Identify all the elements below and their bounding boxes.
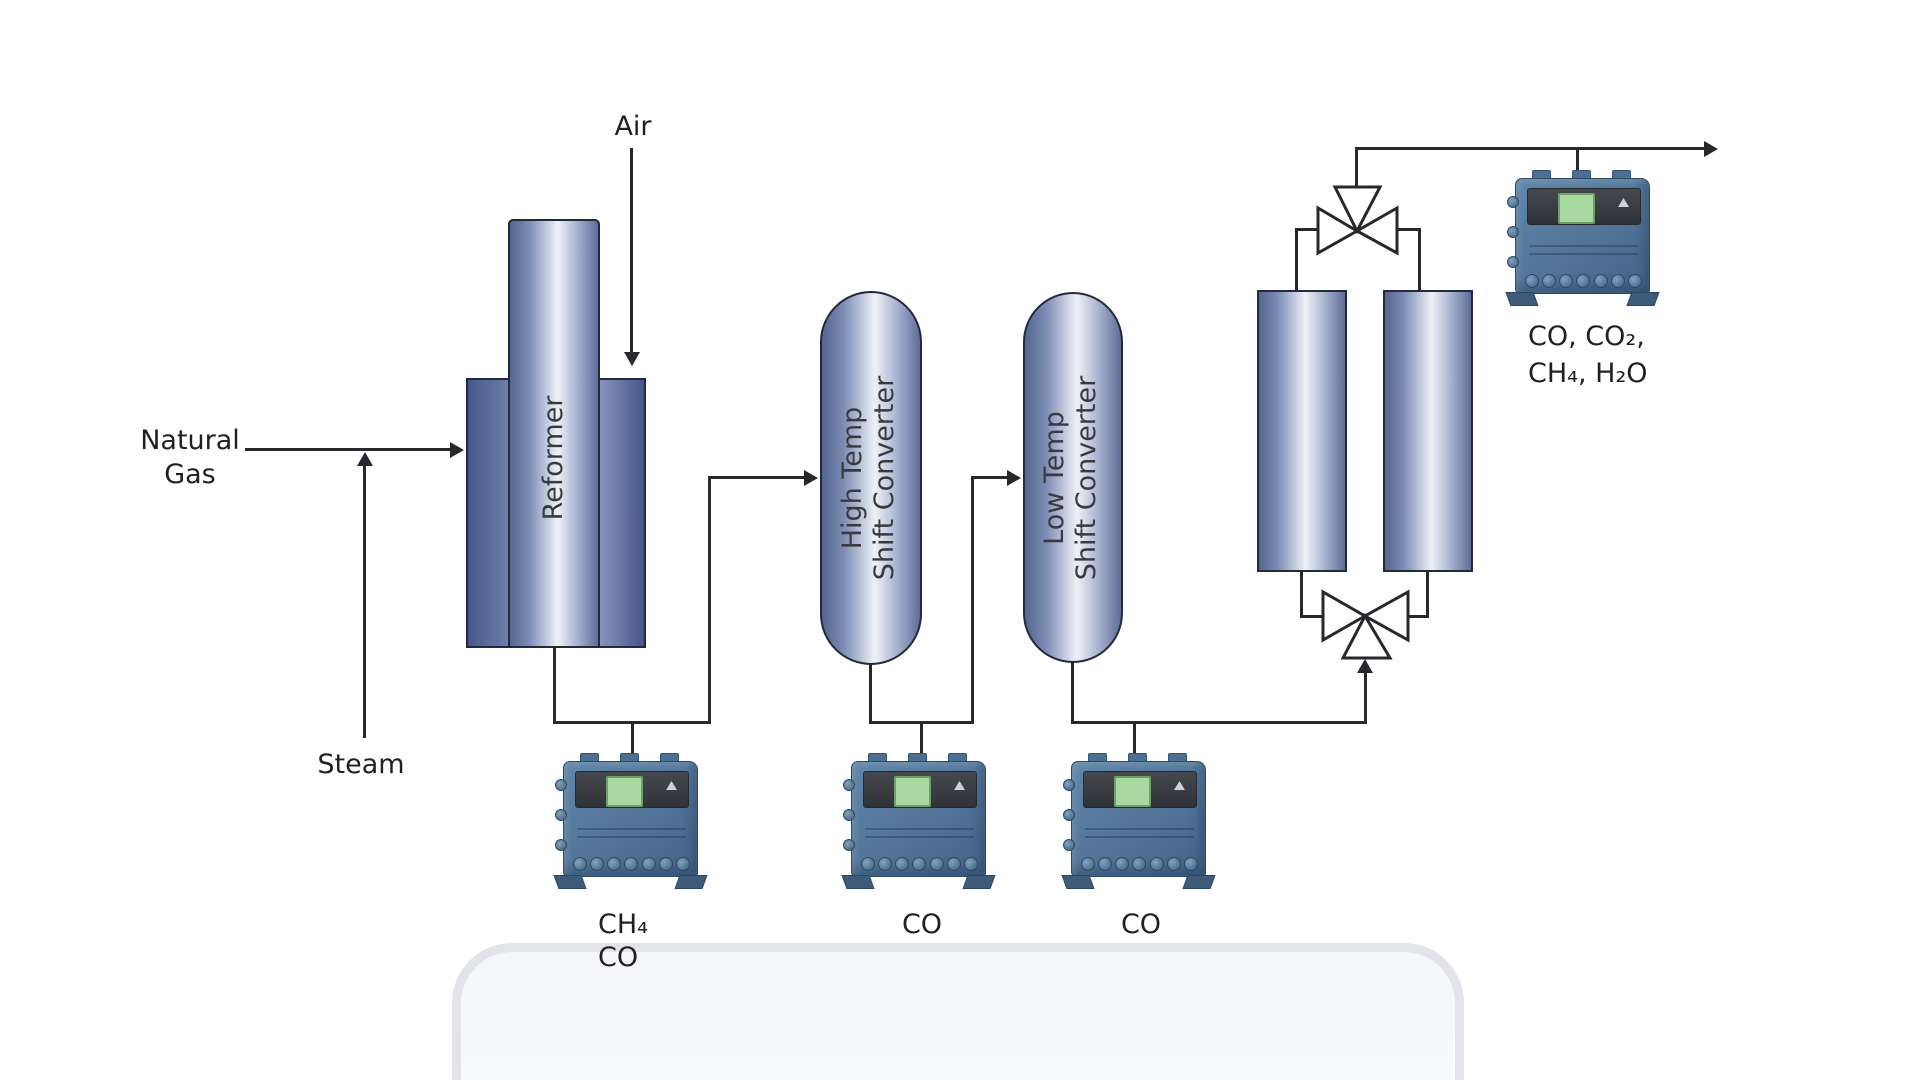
adsorber-column-1 xyxy=(1257,290,1347,572)
analyzer-display-panel xyxy=(575,771,689,808)
pipe-column2-bottom xyxy=(1426,570,1429,618)
pipe-lts-outlet-run xyxy=(1071,721,1367,724)
analyzer-bolts xyxy=(573,857,690,871)
steam-stream-label: Steam xyxy=(317,749,405,780)
analyzer-logo-icon xyxy=(1618,198,1629,207)
pipe-hts-outlet-down xyxy=(869,663,872,724)
arrow-air xyxy=(624,352,640,366)
natural-gas-stream-label: Natural Gas xyxy=(140,425,240,490)
air-stream-label: Air xyxy=(614,111,652,142)
pipe-column1-top-run xyxy=(1295,228,1322,231)
background-panel xyxy=(452,943,1464,1080)
pipe-steam xyxy=(363,464,366,738)
analyzer-housing xyxy=(563,761,698,877)
analyzer-bolts xyxy=(1081,857,1198,871)
analyzer-housing xyxy=(1515,178,1650,294)
high-temp-shift-converter-vessel xyxy=(820,291,922,665)
pipe-column2-top xyxy=(1418,228,1421,290)
pipe-air xyxy=(630,148,633,353)
analyzer-display-panel xyxy=(1083,771,1197,808)
gas-analyzer-3 xyxy=(1061,753,1216,889)
three-way-valve-top-icon xyxy=(1316,185,1399,256)
gas-analyzer-2 xyxy=(841,753,996,889)
pipe-lts-feed-riser xyxy=(971,476,974,724)
analyzer-bolts xyxy=(861,857,978,871)
arrow-steam xyxy=(357,452,373,466)
product-composition-label: CO, CO₂, CH₄, H₂O xyxy=(1528,321,1648,389)
pipe-column1-top xyxy=(1295,228,1298,290)
gas-analyzer-1 xyxy=(553,753,708,889)
reformer-column xyxy=(508,219,600,648)
pipe-valve-stem xyxy=(1355,147,1358,189)
pipe-column2-top-run xyxy=(1395,228,1421,231)
analyzer-display-panel xyxy=(1527,188,1641,225)
gas-analyzer-4 xyxy=(1505,170,1660,306)
analyzer-housing xyxy=(1071,761,1206,877)
analyzer3-reading-label: CO xyxy=(1120,909,1162,940)
pipe-hts-feed xyxy=(708,476,806,479)
analyzer-logo-icon xyxy=(1174,781,1185,790)
arrow-lts-feed xyxy=(1007,470,1021,486)
pipe-analyzer4-branch xyxy=(1576,147,1579,178)
analyzer-screen xyxy=(606,776,643,807)
analyzer-screen xyxy=(894,776,931,807)
reformer-label: Reformer xyxy=(538,395,569,521)
analyzer-logo-icon xyxy=(666,781,677,790)
analyzer-housing xyxy=(851,761,986,877)
pipe-adsorber-feed-riser xyxy=(1364,673,1367,724)
pipe-analyzer2-branch xyxy=(920,721,923,759)
low-temp-shift-converter-label: Low Temp Shift Converter xyxy=(1039,375,1102,581)
pipe-column2-bottom-run xyxy=(1404,615,1429,618)
pipe-hts-feed-riser xyxy=(708,476,711,724)
three-way-valve-bottom-icon xyxy=(1321,589,1410,660)
pipe-column1-bottom-run xyxy=(1300,615,1326,618)
pipe-reformer-outlet-down xyxy=(553,646,556,724)
arrow-product-out xyxy=(1704,141,1718,157)
analyzer-screen xyxy=(1114,776,1151,807)
analyzer-screen xyxy=(1558,193,1595,224)
low-temp-shift-converter-vessel xyxy=(1023,292,1123,663)
analyzer-logo-icon xyxy=(954,781,965,790)
pipe-lts-outlet-down xyxy=(1071,661,1074,724)
pipe-column1-bottom xyxy=(1300,570,1303,618)
analyzer2-reading-label: CO xyxy=(901,909,943,940)
arrow-adsorber-feed xyxy=(1357,659,1373,673)
pipe-product-header xyxy=(1355,147,1707,150)
adsorber-column-2 xyxy=(1383,290,1473,572)
high-temp-shift-converter-label: High Temp Shift Converter xyxy=(837,375,900,581)
pipe-analyzer3-branch xyxy=(1133,721,1136,759)
analyzer-bolts xyxy=(1525,274,1642,288)
pipe-natural-gas xyxy=(245,448,453,451)
pipe-lts-feed xyxy=(971,476,1009,479)
analyzer1-reading-label: CH₄ CO xyxy=(598,909,648,973)
arrow-natural-gas xyxy=(450,442,464,458)
analyzer-display-panel xyxy=(863,771,977,808)
arrow-hts-feed xyxy=(804,470,818,486)
pipe-analyzer1-branch xyxy=(631,721,634,759)
